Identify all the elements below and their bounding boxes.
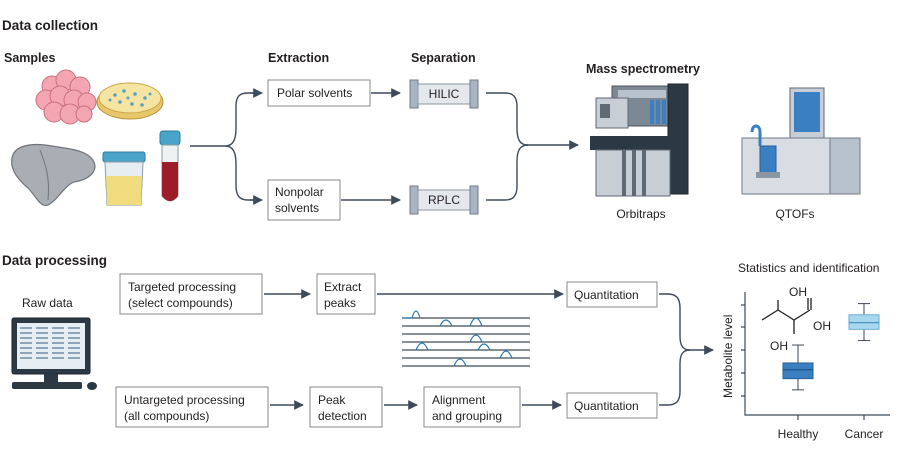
orbitraps-label: Orbitraps bbox=[616, 207, 665, 221]
nonpolar-solvents-label-2: solvents bbox=[275, 201, 319, 215]
box-healthy bbox=[782, 362, 814, 380]
alignment-label-1: Alignment bbox=[432, 393, 486, 407]
category-label-healthy: Healthy bbox=[778, 427, 819, 441]
orbitrap-instrument-icon bbox=[590, 83, 689, 197]
boxplot-category-labels: Healthy Cancer bbox=[778, 427, 884, 441]
peak-detection-label-1: Peak bbox=[318, 393, 346, 407]
stats-title: Statistics and identification bbox=[738, 261, 879, 275]
quantitation-top-label: Quantitation bbox=[574, 288, 639, 302]
untargeted-processing-box bbox=[115, 386, 269, 428]
peak-detection-label-2: detection bbox=[318, 409, 367, 423]
targeted-processing-box bbox=[119, 273, 263, 315]
header-separation: Separation bbox=[411, 51, 476, 65]
nonpolar-solvents-box bbox=[267, 179, 341, 221]
peak-detection-box bbox=[309, 386, 383, 428]
petri-dish-icon bbox=[96, 82, 164, 120]
extract-label-1: Extract bbox=[324, 280, 362, 294]
blood-tube-icon bbox=[159, 130, 181, 202]
header-samples: Samples bbox=[4, 51, 55, 65]
rplc-column-icon bbox=[409, 185, 479, 215]
targeted-label-1: Targeted processing bbox=[128, 280, 236, 294]
alignment-grouping-box bbox=[423, 386, 521, 428]
category-label-cancer: Cancer bbox=[845, 427, 884, 441]
extract-peaks-box bbox=[316, 273, 376, 315]
molecule-oh-bottom: OH bbox=[770, 339, 788, 353]
untargeted-label-2: (all compounds) bbox=[124, 409, 209, 423]
liver-icon bbox=[11, 143, 96, 207]
rplc-label: RPLC bbox=[428, 193, 460, 207]
molecule-oh-right: OH bbox=[813, 319, 831, 333]
raw-data-label: Raw data bbox=[22, 296, 73, 310]
stats-ylabel: Metabolite level bbox=[721, 315, 735, 398]
polar-solvents-label: Polar solvents bbox=[277, 86, 352, 100]
section-title-processing: Data processing bbox=[2, 253, 107, 268]
split-bracket bbox=[224, 92, 260, 201]
quantitation-top-box bbox=[566, 281, 658, 308]
hilic-column-icon bbox=[409, 79, 479, 109]
nonpolar-solvents-label-1: Nonpolar bbox=[275, 185, 324, 199]
untargeted-label-1: Untargeted processing bbox=[124, 393, 245, 407]
boxplot-group bbox=[782, 303, 880, 391]
stats-axes bbox=[741, 292, 890, 420]
quantitation-bottom-box bbox=[566, 392, 658, 419]
header-extraction: Extraction bbox=[268, 51, 329, 65]
extract-label-2: peaks bbox=[324, 296, 356, 310]
alignment-label-2: and grouping bbox=[432, 409, 502, 423]
molecule-oh-top: OH bbox=[789, 285, 807, 299]
computer-icon bbox=[11, 317, 97, 390]
stats-merge-bracket bbox=[659, 293, 691, 406]
qtofs-label: QTOFs bbox=[775, 207, 814, 221]
molecule-structure-icon bbox=[761, 298, 812, 334]
section-title-collection: Data collection bbox=[2, 18, 98, 33]
header-mass-spectrometry: Mass spectrometry bbox=[586, 62, 700, 76]
tissue-organoid-icon bbox=[35, 69, 97, 125]
targeted-label-2: (select compounds) bbox=[128, 296, 233, 310]
merge-bracket bbox=[486, 92, 529, 201]
qtof-instrument-icon bbox=[741, 87, 861, 195]
quantitation-bottom-label: Quantitation bbox=[574, 399, 639, 413]
chromatogram-traces bbox=[402, 310, 530, 367]
hilic-label: HILIC bbox=[429, 87, 460, 101]
polar-solvents-box bbox=[267, 79, 371, 107]
urine-cup-icon bbox=[102, 151, 146, 206]
